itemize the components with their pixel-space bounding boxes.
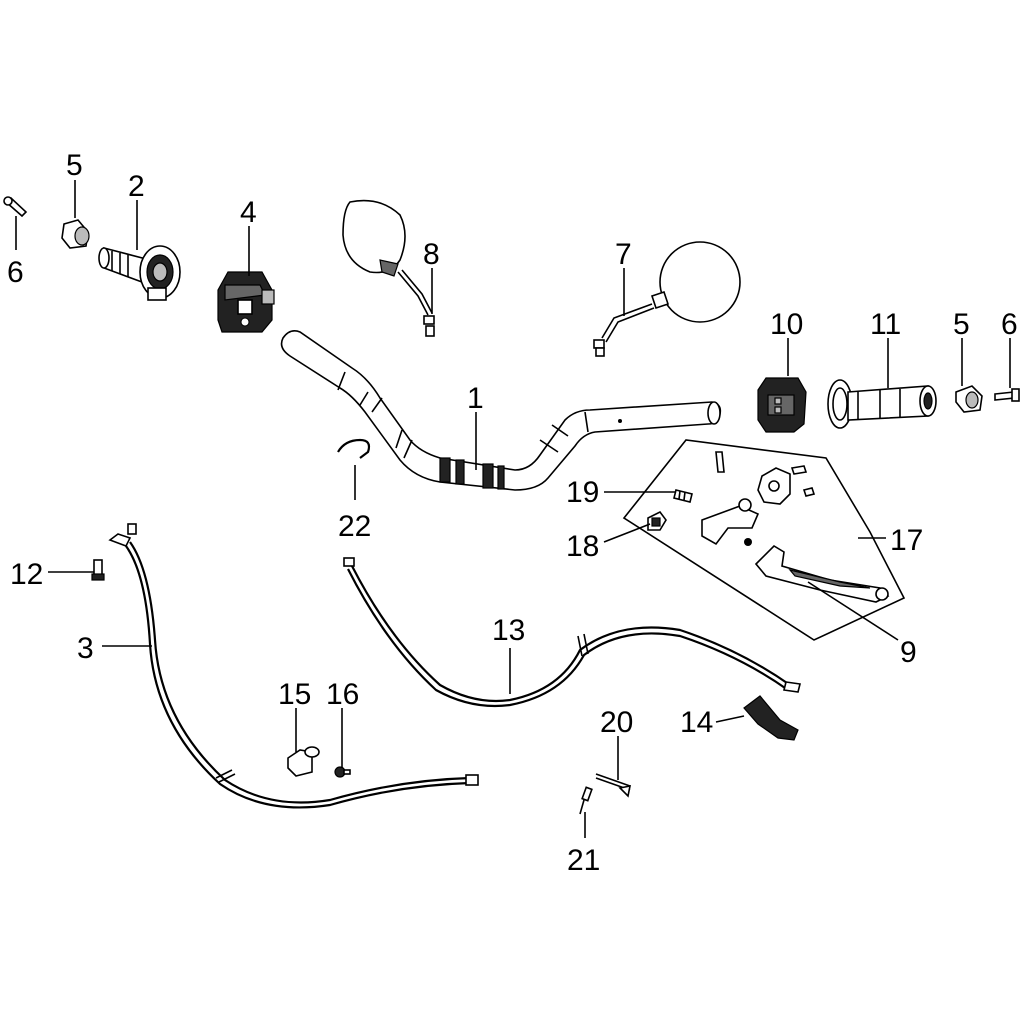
switch-screw-19 [673, 489, 693, 503]
switch-housing-left [217, 271, 275, 333]
pin-20 [595, 773, 632, 798]
mirror-left [342, 199, 435, 337]
callout-6-right: 6 [1001, 308, 1018, 341]
callout-20: 20 [600, 706, 633, 739]
bolt-16 [334, 766, 351, 778]
screw-21 [579, 786, 593, 815]
brake-switch-18 [647, 510, 667, 531]
callout-15: 15 [278, 678, 311, 711]
callout-11: 11 [870, 308, 901, 341]
cable-clip [337, 438, 371, 459]
callout-8: 8 [423, 238, 440, 271]
callout-17: 17 [890, 524, 923, 557]
callout-5-left: 5 [66, 149, 83, 182]
bar-end-weight-right [955, 385, 983, 413]
callout-3: 3 [77, 632, 94, 665]
mirror-right [593, 241, 741, 357]
grip-right [827, 379, 937, 429]
callout-18: 18 [566, 530, 599, 563]
screw-12 [91, 559, 105, 581]
callout-14: 14 [680, 706, 713, 739]
callout-10: 10 [770, 308, 803, 341]
callout-7: 7 [615, 238, 632, 271]
switch-housing-right [757, 377, 807, 433]
callout-13: 13 [492, 614, 525, 647]
callout-6-left: 6 [7, 256, 24, 289]
lever-cover-14 [743, 695, 799, 741]
callout-5-right: 5 [953, 308, 970, 341]
callouts: 5 2 4 6 8 7 10 11 5 6 1 19 22 18 17 12 3… [7, 149, 1018, 877]
handlebar [280, 330, 722, 491]
callout-12: 12 [10, 558, 43, 591]
callout-16: 16 [326, 678, 359, 711]
callout-22: 22 [338, 510, 371, 543]
bar-end-weight-left [61, 219, 90, 249]
throttle-grip [98, 245, 181, 301]
callout-19: 19 [566, 476, 599, 509]
leader-lines [15, 180, 1011, 838]
callout-4: 4 [240, 196, 257, 229]
bolt-left [3, 196, 28, 218]
callout-9: 9 [900, 636, 917, 669]
bolt-right [994, 388, 1020, 402]
callout-2: 2 [128, 170, 145, 203]
callout-21: 21 [567, 844, 600, 877]
cable-holder-15 [287, 746, 320, 777]
brake-lever-assembly [622, 439, 906, 641]
callout-1: 1 [467, 382, 484, 415]
throttle-cable [108, 523, 479, 809]
brake-cable [343, 557, 801, 708]
